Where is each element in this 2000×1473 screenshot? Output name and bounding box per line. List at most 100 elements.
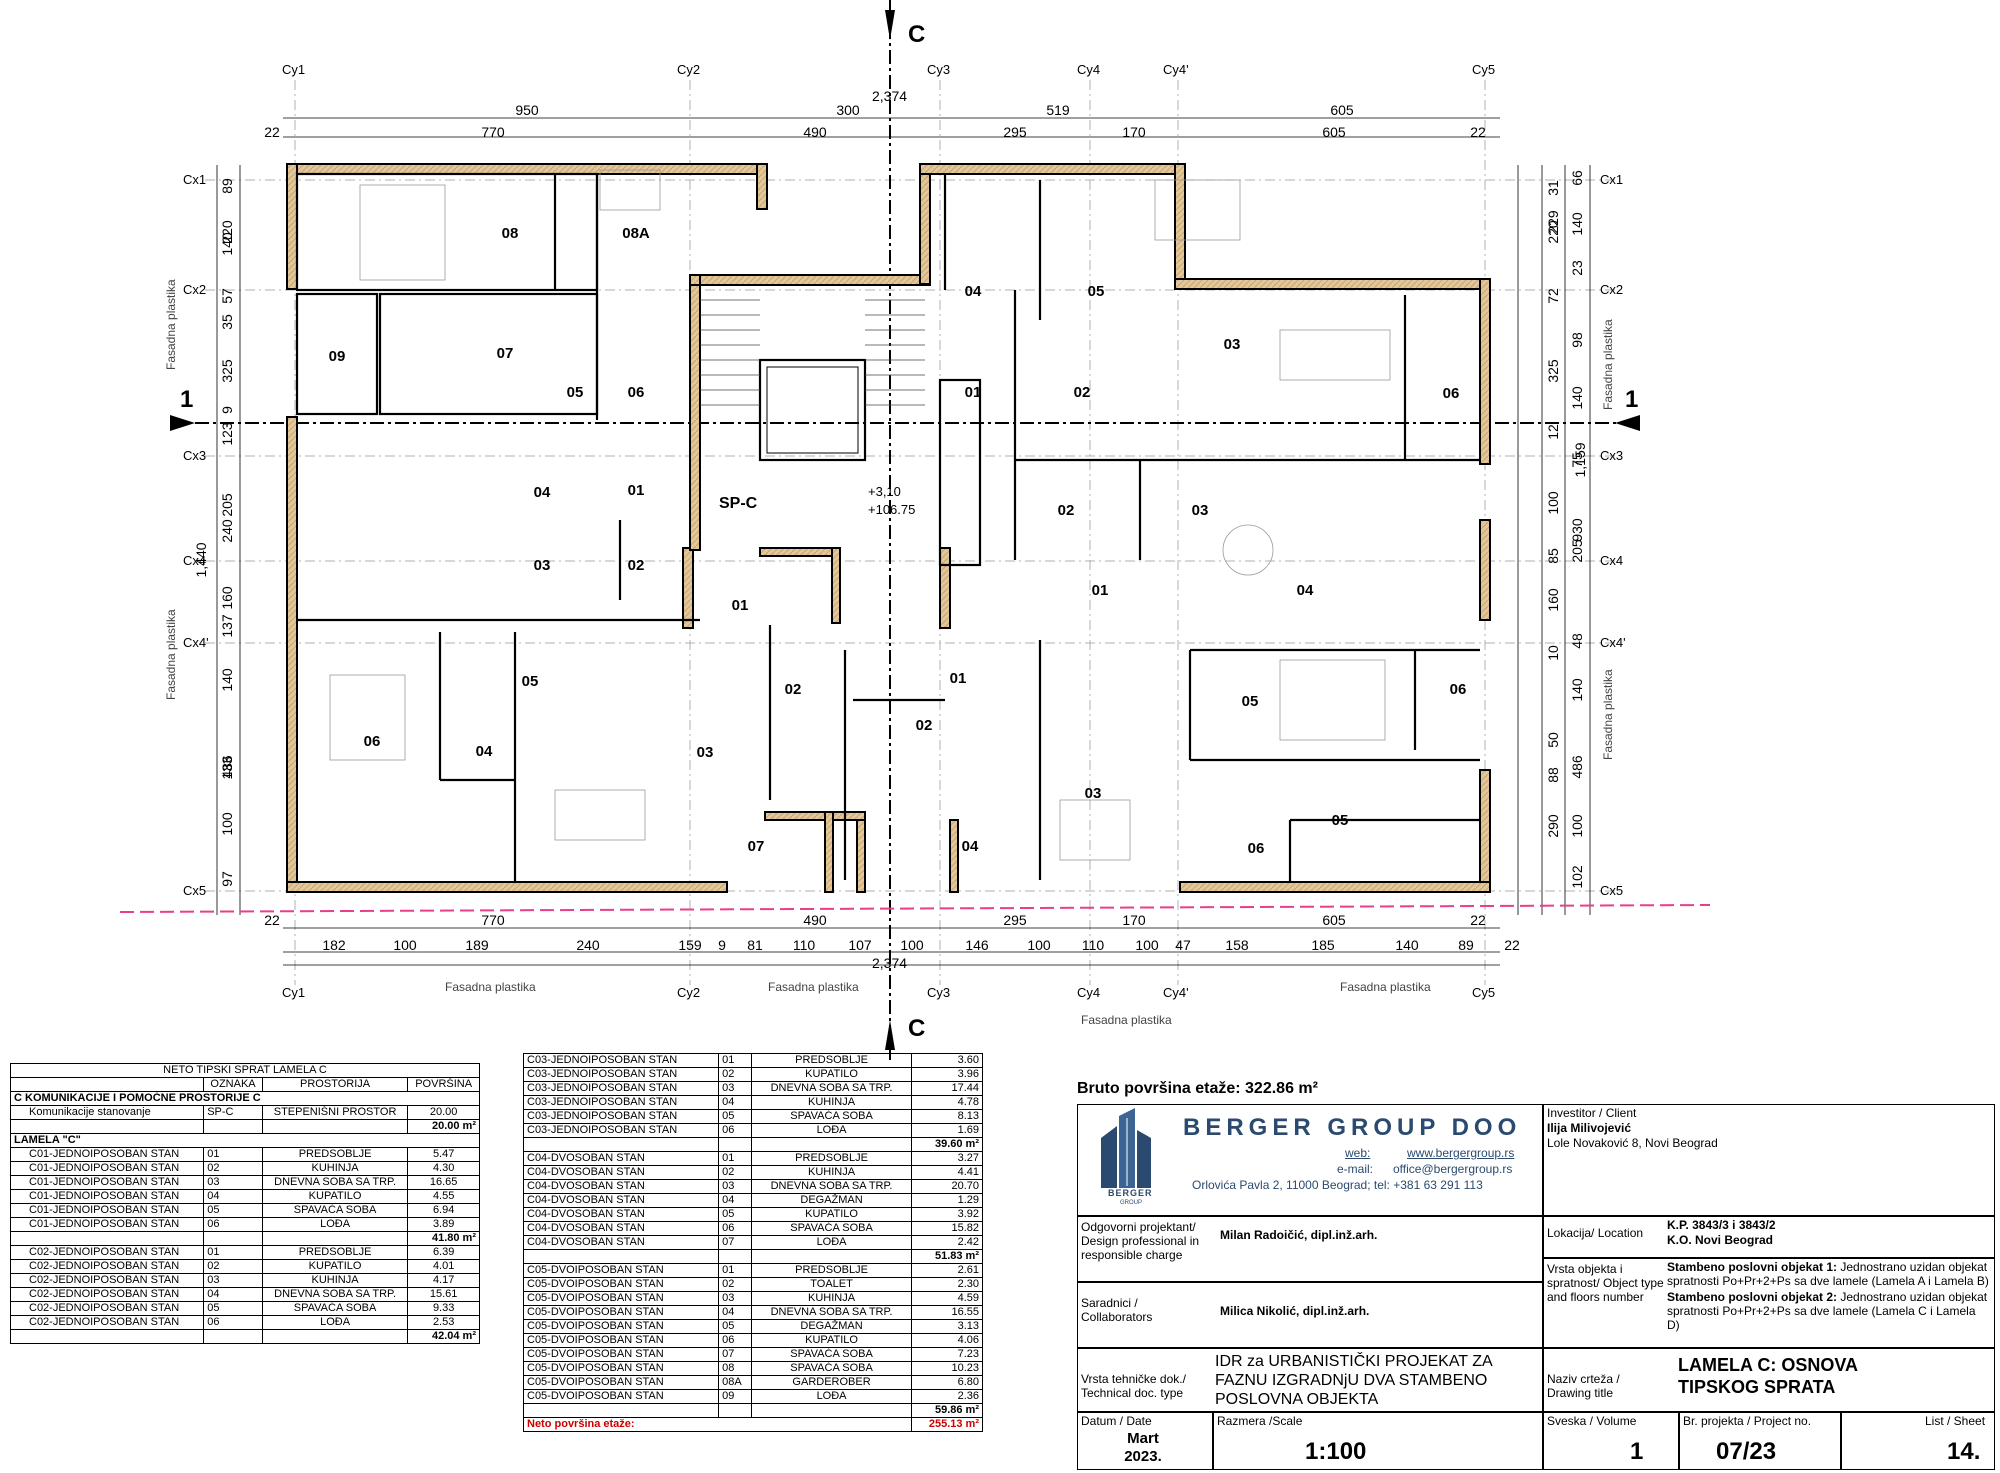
table-subtotal: 41.80 m² bbox=[407, 1231, 480, 1246]
object-1-text: Jednostrano uzidan objekat spratnosti Po… bbox=[1667, 1260, 1989, 1288]
plot-boundary-line bbox=[119, 904, 1711, 913]
designer-box bbox=[1077, 1216, 1543, 1282]
table-cell: PREDSOBLJE bbox=[751, 1151, 913, 1166]
table-cell: 04 bbox=[718, 1305, 753, 1320]
email-link[interactable]: office@bergergroup.rs bbox=[1393, 1162, 1513, 1176]
dimension-text: 100 bbox=[1569, 814, 1585, 838]
doctype-box bbox=[1077, 1348, 1543, 1412]
table-cell: C05-DVOIPOSOBAN STAN bbox=[522, 1291, 720, 1306]
dimension-text: 12 bbox=[1545, 424, 1561, 440]
table-cell: SPAVAĆA SOBA bbox=[751, 1109, 913, 1124]
dimension-text: 9 bbox=[718, 937, 726, 953]
table-cell: 03 bbox=[203, 1175, 263, 1190]
axis-cx4p-left: Cx4' bbox=[183, 635, 209, 650]
dimension-text: 930 bbox=[1569, 518, 1585, 542]
drawing-title-label: Naziv crteža / Drawing title bbox=[1547, 1372, 1620, 1400]
location-label: Lokacija/ Location bbox=[1547, 1226, 1644, 1240]
axis-cy3-bottom: Cy3 bbox=[927, 985, 950, 1000]
table-cell: 04 bbox=[203, 1287, 263, 1302]
facade-note-right-2: Fasadna plastika bbox=[1601, 669, 1615, 760]
dimension-text: 47 bbox=[1175, 937, 1191, 953]
table-cell: SPAVAĆA SOBA bbox=[751, 1221, 913, 1236]
table-cell: 05 bbox=[203, 1301, 263, 1316]
table-cell: 4.78 bbox=[911, 1095, 983, 1110]
table-cell: 3.27 bbox=[911, 1151, 983, 1166]
location-box bbox=[1543, 1216, 1995, 1258]
dimension-text: 140 bbox=[1569, 212, 1585, 236]
dimension-text: 605 bbox=[1322, 912, 1346, 928]
elevation-2: +106.75 bbox=[868, 502, 915, 517]
dimension-text: 110 bbox=[1082, 937, 1105, 953]
table-cell: C02-JEDNOIPOSOBAN STAN bbox=[9, 1273, 205, 1288]
table-section: LAMELA "C" bbox=[10, 1133, 480, 1148]
dimension-text: 22 bbox=[264, 912, 280, 928]
table-cell: 4.06 bbox=[911, 1333, 983, 1348]
table-cell: 10.23 bbox=[911, 1361, 983, 1376]
room-label: 05 bbox=[1088, 283, 1105, 300]
dimension-text: 23 bbox=[1569, 260, 1585, 276]
table-cell: 03 bbox=[718, 1081, 753, 1096]
table-cell: PREDSOBLJE bbox=[261, 1245, 409, 1260]
table-cell: C04-DVOSOBAN STAN bbox=[522, 1221, 720, 1236]
object-box bbox=[1543, 1258, 1995, 1348]
axis-cy5-top: Cy5 bbox=[1472, 62, 1495, 77]
axis-cy2-bottom: Cy2 bbox=[677, 985, 700, 1000]
table-header: POVRŠINA bbox=[407, 1077, 480, 1092]
axis-cy2-top: Cy2 bbox=[677, 62, 700, 77]
table-cell: GARDEROBER bbox=[751, 1375, 913, 1390]
dimension-text: 123 bbox=[219, 422, 235, 446]
floor-plan-drawing: Cy1 Cy2 Cy3 Cy4 Cy4' Cy5 Cy1 Cy2 Cy3 Cy4… bbox=[119, 0, 1711, 1060]
table-cell: C05-DVOIPOSOBAN STAN bbox=[522, 1319, 720, 1334]
room-label: 05 bbox=[567, 384, 584, 401]
dimension-text: 185 bbox=[1311, 937, 1335, 953]
table-cell: 01 bbox=[718, 1053, 753, 1068]
drawing-title-box bbox=[1543, 1348, 1995, 1412]
table-cell: LOĐA bbox=[751, 1235, 913, 1250]
sheet-label: List / Sheet bbox=[1925, 1414, 1986, 1428]
web-link[interactable]: www.bergergroup.rs bbox=[1407, 1146, 1515, 1160]
room-label: 02 bbox=[628, 557, 645, 574]
section-c-arrow-bottom bbox=[885, 1020, 895, 1050]
table-cell: 01 bbox=[718, 1263, 753, 1278]
dimension-text: 490 bbox=[803, 124, 827, 140]
dimension-text: 170 bbox=[1122, 912, 1146, 928]
table-cell: 05 bbox=[718, 1319, 753, 1334]
table-cell: SPAVAĆA SOBA bbox=[261, 1203, 409, 1218]
table-cell: DNEVNA SOBA SA TRP. bbox=[261, 1175, 409, 1190]
date-label: Datum / Date bbox=[1081, 1414, 1152, 1428]
right-total-dim: 1,159 bbox=[1572, 442, 1588, 477]
table-cell: 03 bbox=[718, 1291, 753, 1306]
collab-box bbox=[1077, 1282, 1543, 1348]
table-title: NETO TIPSKI SPRAT LAMELA C bbox=[10, 1063, 480, 1078]
table-cell: C03-JEDNOIPOSOBAN STAN bbox=[522, 1123, 720, 1138]
sheet-value: 14. bbox=[1947, 1438, 1981, 1465]
dimension-text: 22 bbox=[264, 124, 280, 140]
facade-note-1: Fasadna plastika bbox=[445, 980, 536, 994]
project-no-label: Br. projekta / Project no. bbox=[1683, 1414, 1812, 1428]
table-subtotal: 59.86 m² bbox=[911, 1403, 983, 1418]
object-1-title: Stambeno poslovni objekat 1: bbox=[1667, 1260, 1838, 1274]
dimension-text: 325 bbox=[219, 359, 235, 383]
table-cell: 03 bbox=[203, 1273, 263, 1288]
overall-width-bottom: 2,374 bbox=[872, 955, 907, 971]
room-label: 04 bbox=[965, 283, 982, 300]
axis-cx1-left: Cx1 bbox=[183, 172, 206, 187]
table-cell: DEGAŽMAN bbox=[751, 1319, 913, 1334]
table-cell: KUHINJA bbox=[261, 1273, 409, 1288]
table-subtotal: 51.83 m² bbox=[911, 1249, 983, 1264]
company-name: BERGER GROUP DOO bbox=[1183, 1114, 1522, 1141]
dimension-text: 100 bbox=[1135, 937, 1159, 953]
room-label: 04 bbox=[476, 743, 493, 760]
table-cell: C04-DVOSOBAN STAN bbox=[522, 1179, 720, 1194]
net-area-value: 255.13 m² bbox=[911, 1417, 983, 1432]
dimension-text: 205 bbox=[1569, 539, 1585, 563]
table-cell: C05-DVOIPOSOBAN STAN bbox=[522, 1277, 720, 1292]
